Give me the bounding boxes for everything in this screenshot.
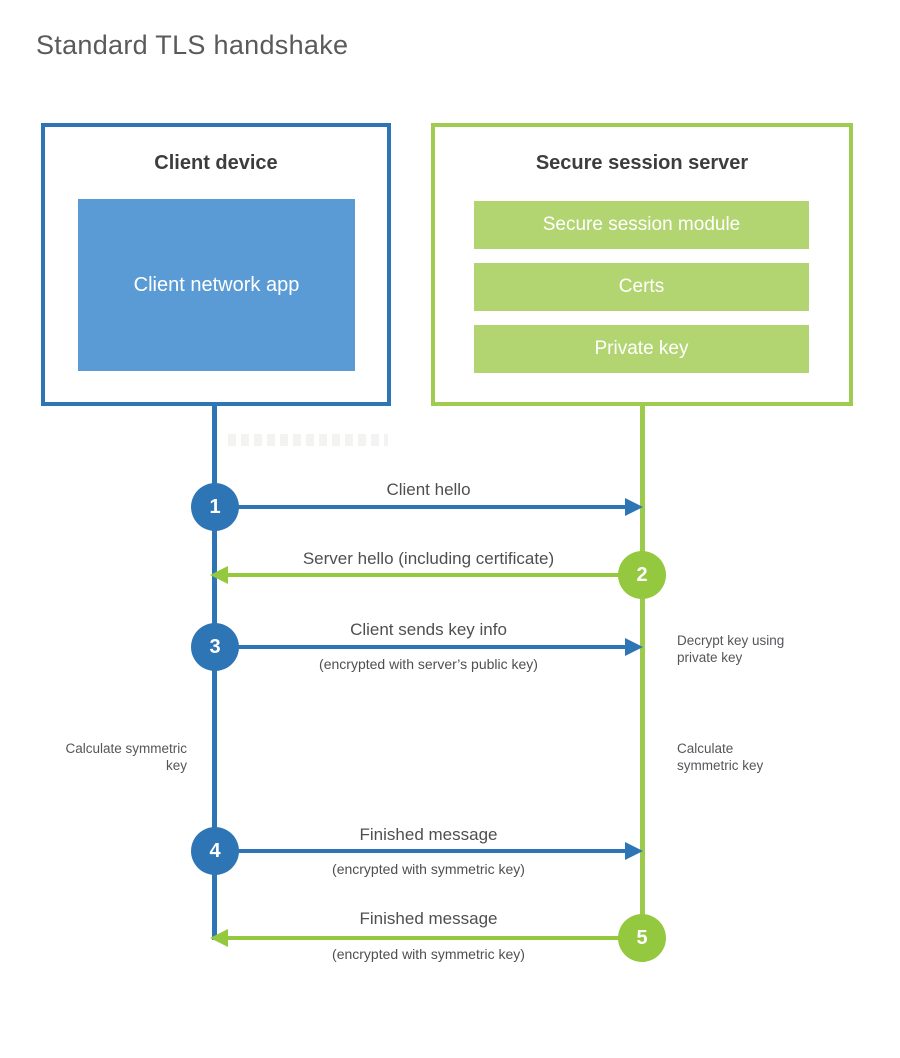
server-lifeline (640, 406, 645, 962)
faint-dashes-artifact (228, 434, 388, 446)
step-sublabel: (encrypted with server’s public key) (319, 656, 538, 672)
arrow-line (228, 936, 642, 940)
arrow-line (215, 645, 625, 649)
server-title: Secure session server (535, 152, 749, 174)
step-label: Finished message (359, 909, 498, 928)
arrow-line (215, 505, 625, 509)
arrow-line (215, 849, 625, 853)
note-calculate-symmetric-left: Calculate symmetric key (65, 741, 187, 774)
client-network-app-box: Client network app (78, 199, 355, 371)
arrow-right-icon (625, 842, 643, 860)
client-network-app-label: Client network app (133, 274, 300, 296)
server-module-secure-session: Secure session module (474, 201, 809, 249)
step-circle-5: 5 (618, 914, 666, 962)
arrow-right-icon (625, 498, 643, 516)
client-device-title: Client device (154, 152, 278, 174)
step-sublabel: (encrypted with symmetric key) (332, 946, 525, 962)
page-title: Standard TLS handshake (36, 30, 349, 60)
server-module-private-key: Private key (474, 325, 809, 373)
note-decrypt-key: Decrypt key using private key (677, 633, 785, 666)
step-label: Client hello (386, 480, 471, 499)
step-label: Finished message (359, 825, 498, 844)
step-label: Server hello (including certificate) (302, 549, 555, 568)
server-module-certs: Certs (474, 263, 809, 311)
step-sublabel: (encrypted with symmetric key) (332, 861, 525, 877)
server-box: Secure session server Secure session mod… (431, 123, 853, 406)
note-calculate-symmetric-right: Calculate symmetric key (677, 741, 764, 774)
step-circle-2: 2 (618, 551, 666, 599)
arrow-left-icon (210, 929, 228, 947)
step-circle-1: 1 (191, 483, 239, 531)
step-circle-4: 4 (191, 827, 239, 875)
step-circle-3: 3 (191, 623, 239, 671)
step-label: Client sends key info (350, 620, 507, 639)
client-device-box: Client device Client network app (41, 123, 391, 406)
client-lifeline (212, 406, 217, 940)
arrow-left-icon (210, 566, 228, 584)
arrow-right-icon (625, 638, 643, 656)
arrow-line (228, 573, 642, 577)
